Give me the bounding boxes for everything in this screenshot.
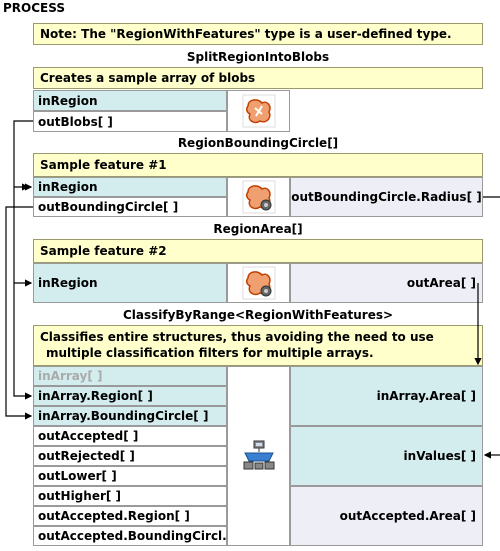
classify-output-outaccepted-area[interactable]: outAccepted.Area[ ] <box>290 486 483 546</box>
classify-input-inarray[interactable]: inArray[ ] <box>33 366 227 386</box>
blob-split-icon <box>242 94 275 128</box>
area-icon-cell[interactable] <box>227 263 290 303</box>
circle-icon-cell[interactable] <box>227 177 290 217</box>
circle-input-inregion[interactable]: inRegion <box>33 177 227 197</box>
wire-outboundingcircle[interactable] <box>5 206 33 420</box>
circle-output-radius[interactable]: outBoundingCircle.Radius[ ] <box>290 177 483 217</box>
blob-gear-icon <box>242 180 275 214</box>
classify-desc: Classifies entire structures, thus avoid… <box>33 325 483 366</box>
classify-output-outhigher[interactable]: outHigher[ ] <box>33 486 227 506</box>
classify-input-boundingcircle[interactable]: inArray.BoundingCircle[ ] <box>33 406 227 426</box>
classify-input-invalues[interactable]: inValues[ ] <box>290 426 483 486</box>
process-title: PROCESS <box>3 1 65 15</box>
note-text: Note: The "RegionWithFeatures" type is a… <box>40 27 452 41</box>
area-block-title[interactable]: RegionArea[] <box>213 222 303 236</box>
split-output-outblobs[interactable]: outBlobs[ ] <box>33 111 227 132</box>
classify-icon-cell[interactable] <box>227 366 290 546</box>
classify-output-outaccepted[interactable]: outAccepted[ ] <box>33 426 227 446</box>
classify-block-title[interactable]: ClassifyByRange<RegionWithFeatures> <box>122 308 394 322</box>
classify-desc-line2: multiple classification filters for mult… <box>46 346 374 360</box>
classify-input-region[interactable]: inArray.Region[ ] <box>33 386 227 406</box>
classify-output-outaccepted-boundingcircle[interactable]: outAccepted.BoundingCircl... <box>33 526 227 546</box>
split-block-title[interactable]: SplitRegionIntoBlobs <box>186 50 330 64</box>
circle-output-outboundingcircle[interactable]: outBoundingCircle[ ] <box>33 197 227 217</box>
split-desc: Creates a sample array of blobs <box>33 67 483 89</box>
blob-gear-icon <box>242 266 275 300</box>
circle-block-title[interactable]: RegionBoundingCircle[] <box>177 136 339 150</box>
split-input-inregion[interactable]: inRegion <box>33 90 227 111</box>
area-output-outarea[interactable]: outArea[ ] <box>290 263 483 303</box>
split-desc-text: Creates a sample array of blobs <box>40 71 256 85</box>
classify-output-outrejected[interactable]: outRejected[ ] <box>33 446 227 466</box>
area-desc-text: Sample feature #2 <box>40 244 167 258</box>
classify-input-area[interactable]: inArray.Area[ ] <box>290 366 483 426</box>
area-input-inregion[interactable]: inRegion <box>33 263 227 303</box>
classify-output-outaccepted-region[interactable]: outAccepted.Region[ ] <box>33 506 227 526</box>
wire-outblobs[interactable] <box>13 120 33 400</box>
classify-desc-line1: Classifies entire structures, thus avoid… <box>40 330 434 344</box>
classify-network-icon <box>243 440 274 470</box>
note-banner: Note: The "RegionWithFeatures" type is a… <box>33 23 483 45</box>
classify-output-outlower[interactable]: outLower[ ] <box>33 466 227 486</box>
area-desc: Sample feature #2 <box>33 239 483 263</box>
circle-desc: Sample feature #1 <box>33 153 483 177</box>
circle-desc-text: Sample feature #1 <box>40 158 167 172</box>
split-icon-cell[interactable] <box>227 90 290 132</box>
